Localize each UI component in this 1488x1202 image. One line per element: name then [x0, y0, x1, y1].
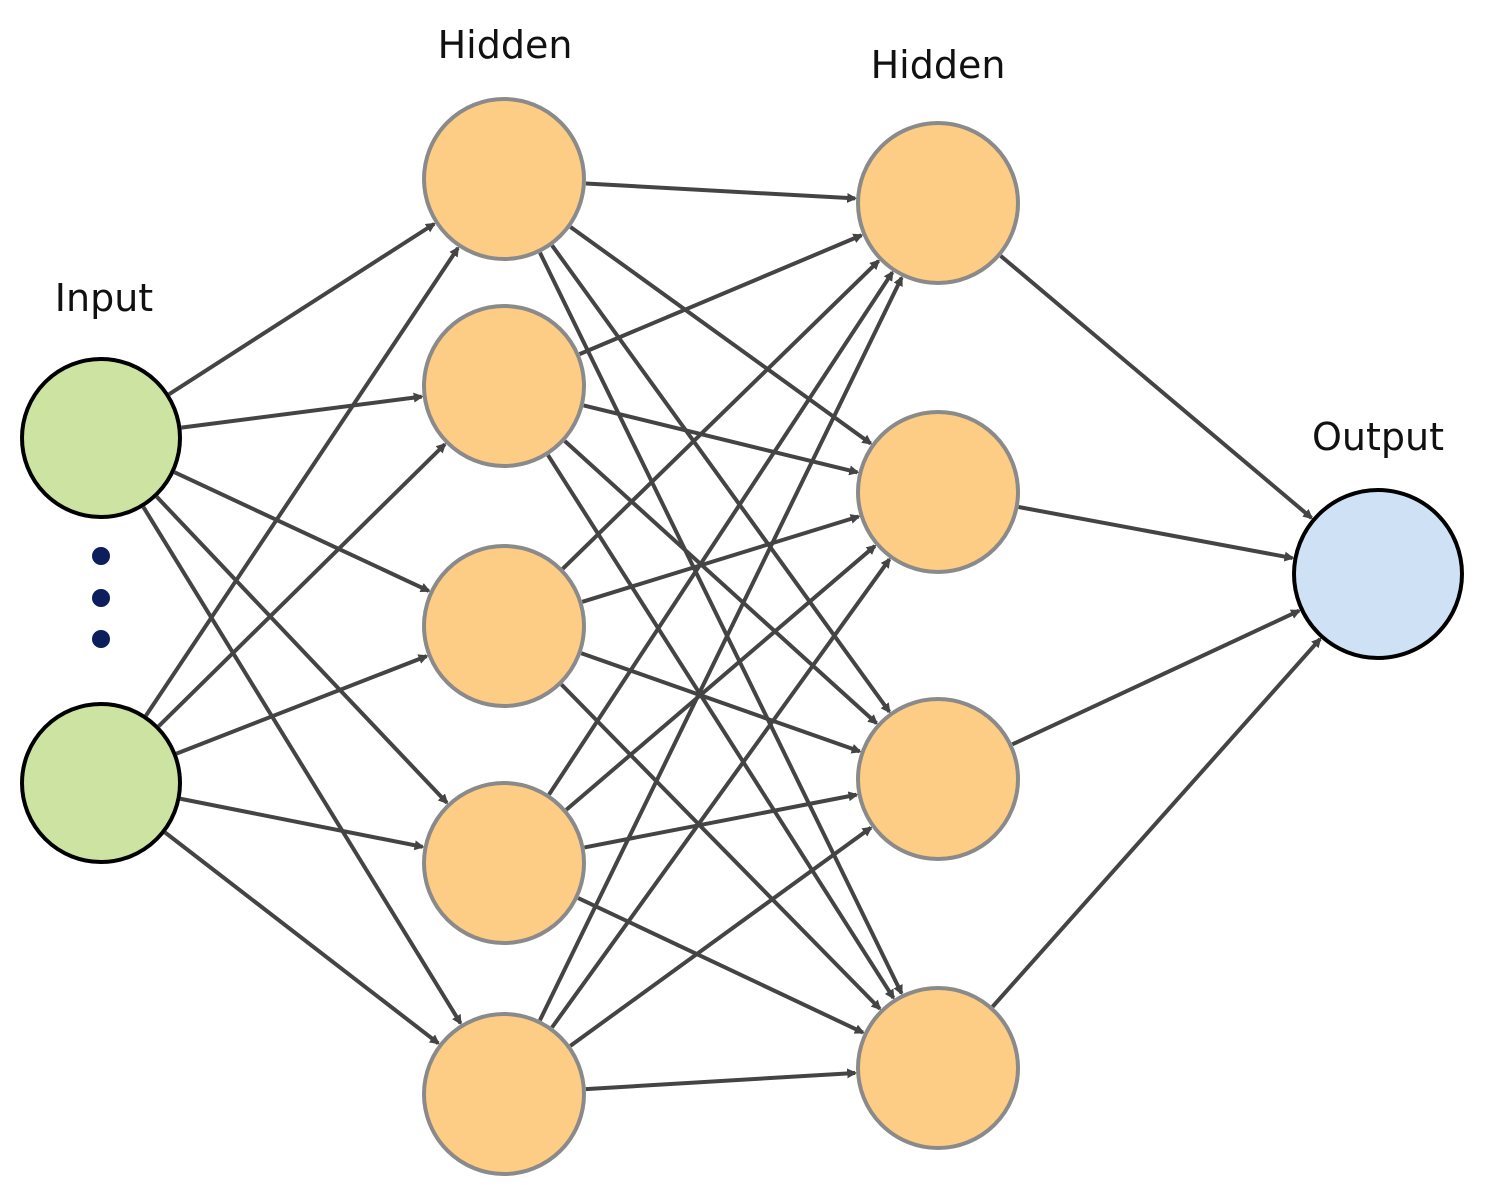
edge-hidden_1-2-to-hidden_2-3 [563, 439, 878, 725]
edge-hidden_1-3-to-hidden_2-3 [580, 651, 862, 754]
edge-input-1-to-hidden_1-5 [141, 505, 463, 1025]
edge-input-2-to-hidden_1-3 [175, 654, 429, 756]
layer-labels: Input Hidden Hidden Output [55, 23, 1444, 459]
edge-input-2-to-hidden_1-5 [163, 830, 440, 1045]
edge-input-1-to-hidden_1-2 [181, 392, 424, 430]
node-input-2 [20, 702, 182, 864]
ellipsis-dot-2 [92, 589, 110, 607]
node-hidden-1-2 [422, 304, 586, 468]
node-hidden-1-4 [422, 781, 586, 945]
label-hidden-1: Hidden [438, 23, 573, 67]
connections-group [141, 181, 1322, 1092]
node-hidden-2-2 [856, 410, 1020, 574]
edge-hidden_1-1-to-hidden_2-2 [569, 225, 873, 446]
node-hidden-2-4 [856, 986, 1020, 1150]
edge-hidden_1-5-to-hidden_2-3 [569, 826, 873, 1048]
edge-input-2-to-hidden_1-2 [157, 442, 447, 728]
edge-hidden_1-3-to-hidden_2-2 [581, 514, 861, 604]
edge-hidden_1-3-to-hidden_2-4 [560, 683, 882, 1011]
edge-hidden_2-3-to-output-1 [1011, 608, 1301, 747]
edge-hidden_1-1-to-hidden_2-1 [585, 181, 858, 203]
ellipsis-dot-3 [92, 630, 110, 648]
edge-input-1-to-hidden_1-4 [155, 495, 449, 805]
node-hidden-2-1 [856, 121, 1020, 285]
edge-hidden_1-2-to-hidden_2-1 [578, 233, 864, 356]
label-output: Output [1312, 415, 1444, 459]
label-input: Input [55, 276, 153, 320]
edge-hidden_1-2-to-hidden_2-4 [546, 454, 896, 1000]
edge-hidden_1-3-to-hidden_2-1 [561, 259, 880, 571]
edge-hidden_1-1-to-hidden_2-4 [538, 251, 904, 996]
edge-hidden_1-4-to-hidden_2-4 [577, 896, 865, 1035]
edge-hidden_1-1-to-hidden_2-3 [550, 244, 891, 714]
node-output-1 [1292, 488, 1464, 660]
edge-hidden_1-5-to-hidden_2-1 [538, 275, 904, 1022]
edge-input-1-to-hidden_1-1 [168, 222, 436, 396]
edge-input-2-to-hidden_1-1 [144, 246, 460, 717]
edge-hidden_1-5-to-hidden_2-4 [585, 1068, 858, 1092]
node-hidden-1-3 [422, 544, 586, 708]
ellipsis-dot-1 [92, 547, 110, 565]
edge-hidden_2-2-to-output-1 [1018, 505, 1295, 562]
edge-hidden_1-4-to-hidden_2-1 [547, 270, 895, 796]
edge-input-2-to-hidden_1-4 [180, 796, 425, 851]
node-hidden-2-3 [856, 697, 1020, 861]
nodes-group [20, 97, 1464, 1176]
node-hidden-1-1 [422, 97, 586, 261]
edge-hidden_1-4-to-hidden_2-2 [565, 544, 877, 812]
ellipsis-dots [92, 547, 110, 648]
edge-hidden_2-1-to-output-1 [999, 254, 1314, 520]
edge-hidden_1-5-to-hidden_2-2 [550, 557, 892, 1029]
node-input-1 [20, 357, 182, 519]
node-hidden-1-5 [422, 1012, 586, 1176]
edge-input-1-to-hidden_1-3 [173, 470, 431, 593]
edge-hidden_2-4-to-output-1 [991, 637, 1322, 1009]
label-hidden-2: Hidden [871, 43, 1006, 87]
